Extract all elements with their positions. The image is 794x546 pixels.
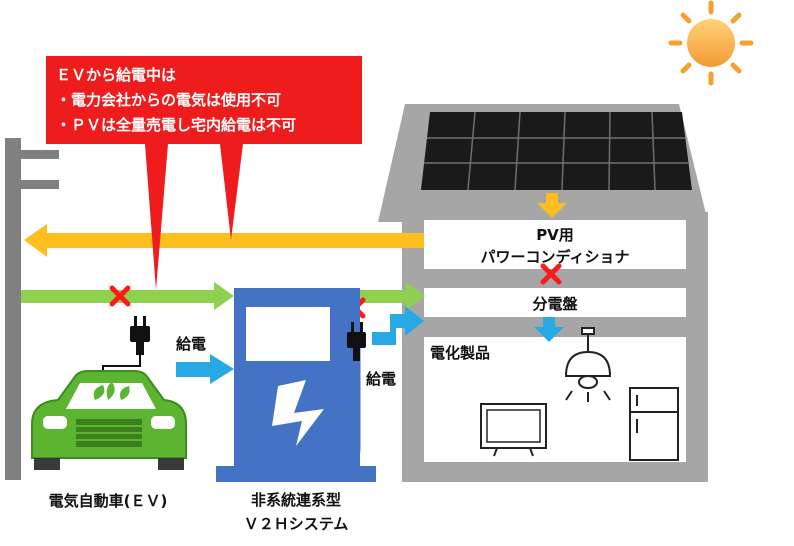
- lightning-icon: [272, 380, 324, 446]
- pcs-label-line-1: PV用: [536, 226, 574, 244]
- pcs-box: [424, 220, 686, 269]
- v2h-screen: [246, 307, 330, 361]
- feed-label-right: 給電: [366, 370, 396, 388]
- solar-panel: [421, 112, 692, 190]
- panel-to-appliances-arrow: [534, 317, 564, 342]
- v2h-station: [216, 288, 376, 482]
- pv-to-pcs-arrow: [537, 193, 567, 218]
- callout-line-2: ・電力会社からの電気は使用不可: [56, 91, 281, 109]
- cross-icon: [109, 285, 131, 307]
- callout-line-3: ・ＰＶは全量売電し宅内給電は不可: [56, 116, 296, 134]
- feed-label-left: 給電: [176, 335, 206, 353]
- appliances-label: 電化製品: [430, 344, 490, 362]
- v2h-to-house-green-arrow: [360, 282, 425, 310]
- callout-line-1: ＥＶから給電中は: [56, 66, 176, 84]
- pcs-label-line-2: パワーコンディショナ: [481, 248, 630, 266]
- ceiling-lamp-icon: [564, 327, 612, 402]
- ev-label: 電気自動車(ＥＶ): [49, 492, 168, 510]
- callout-box: [46, 56, 362, 290]
- solar-panel-grid: [424, 111, 689, 191]
- refrigerator-icon: [629, 387, 679, 461]
- ev-to-v2h-arrow: [176, 354, 234, 384]
- v2h-label-line-1: 非系統連系型: [251, 491, 341, 509]
- distribution-panel-box: [424, 288, 686, 317]
- sun-icon: [668, 0, 754, 86]
- plug-icon: [347, 322, 366, 361]
- ev-car-icon: [31, 370, 187, 470]
- tv-icon: [480, 403, 547, 457]
- utility-pole: [5, 138, 59, 480]
- distribution-panel-label: 分電盤: [532, 295, 578, 313]
- cross-icon: [540, 263, 562, 285]
- v2h-label-line-2: Ｖ２Ｈシステム: [244, 515, 349, 533]
- house: [378, 104, 708, 482]
- v2h-to-house-blue-arrow: [372, 306, 424, 345]
- pcs-to-grid-arrow: [24, 224, 424, 257]
